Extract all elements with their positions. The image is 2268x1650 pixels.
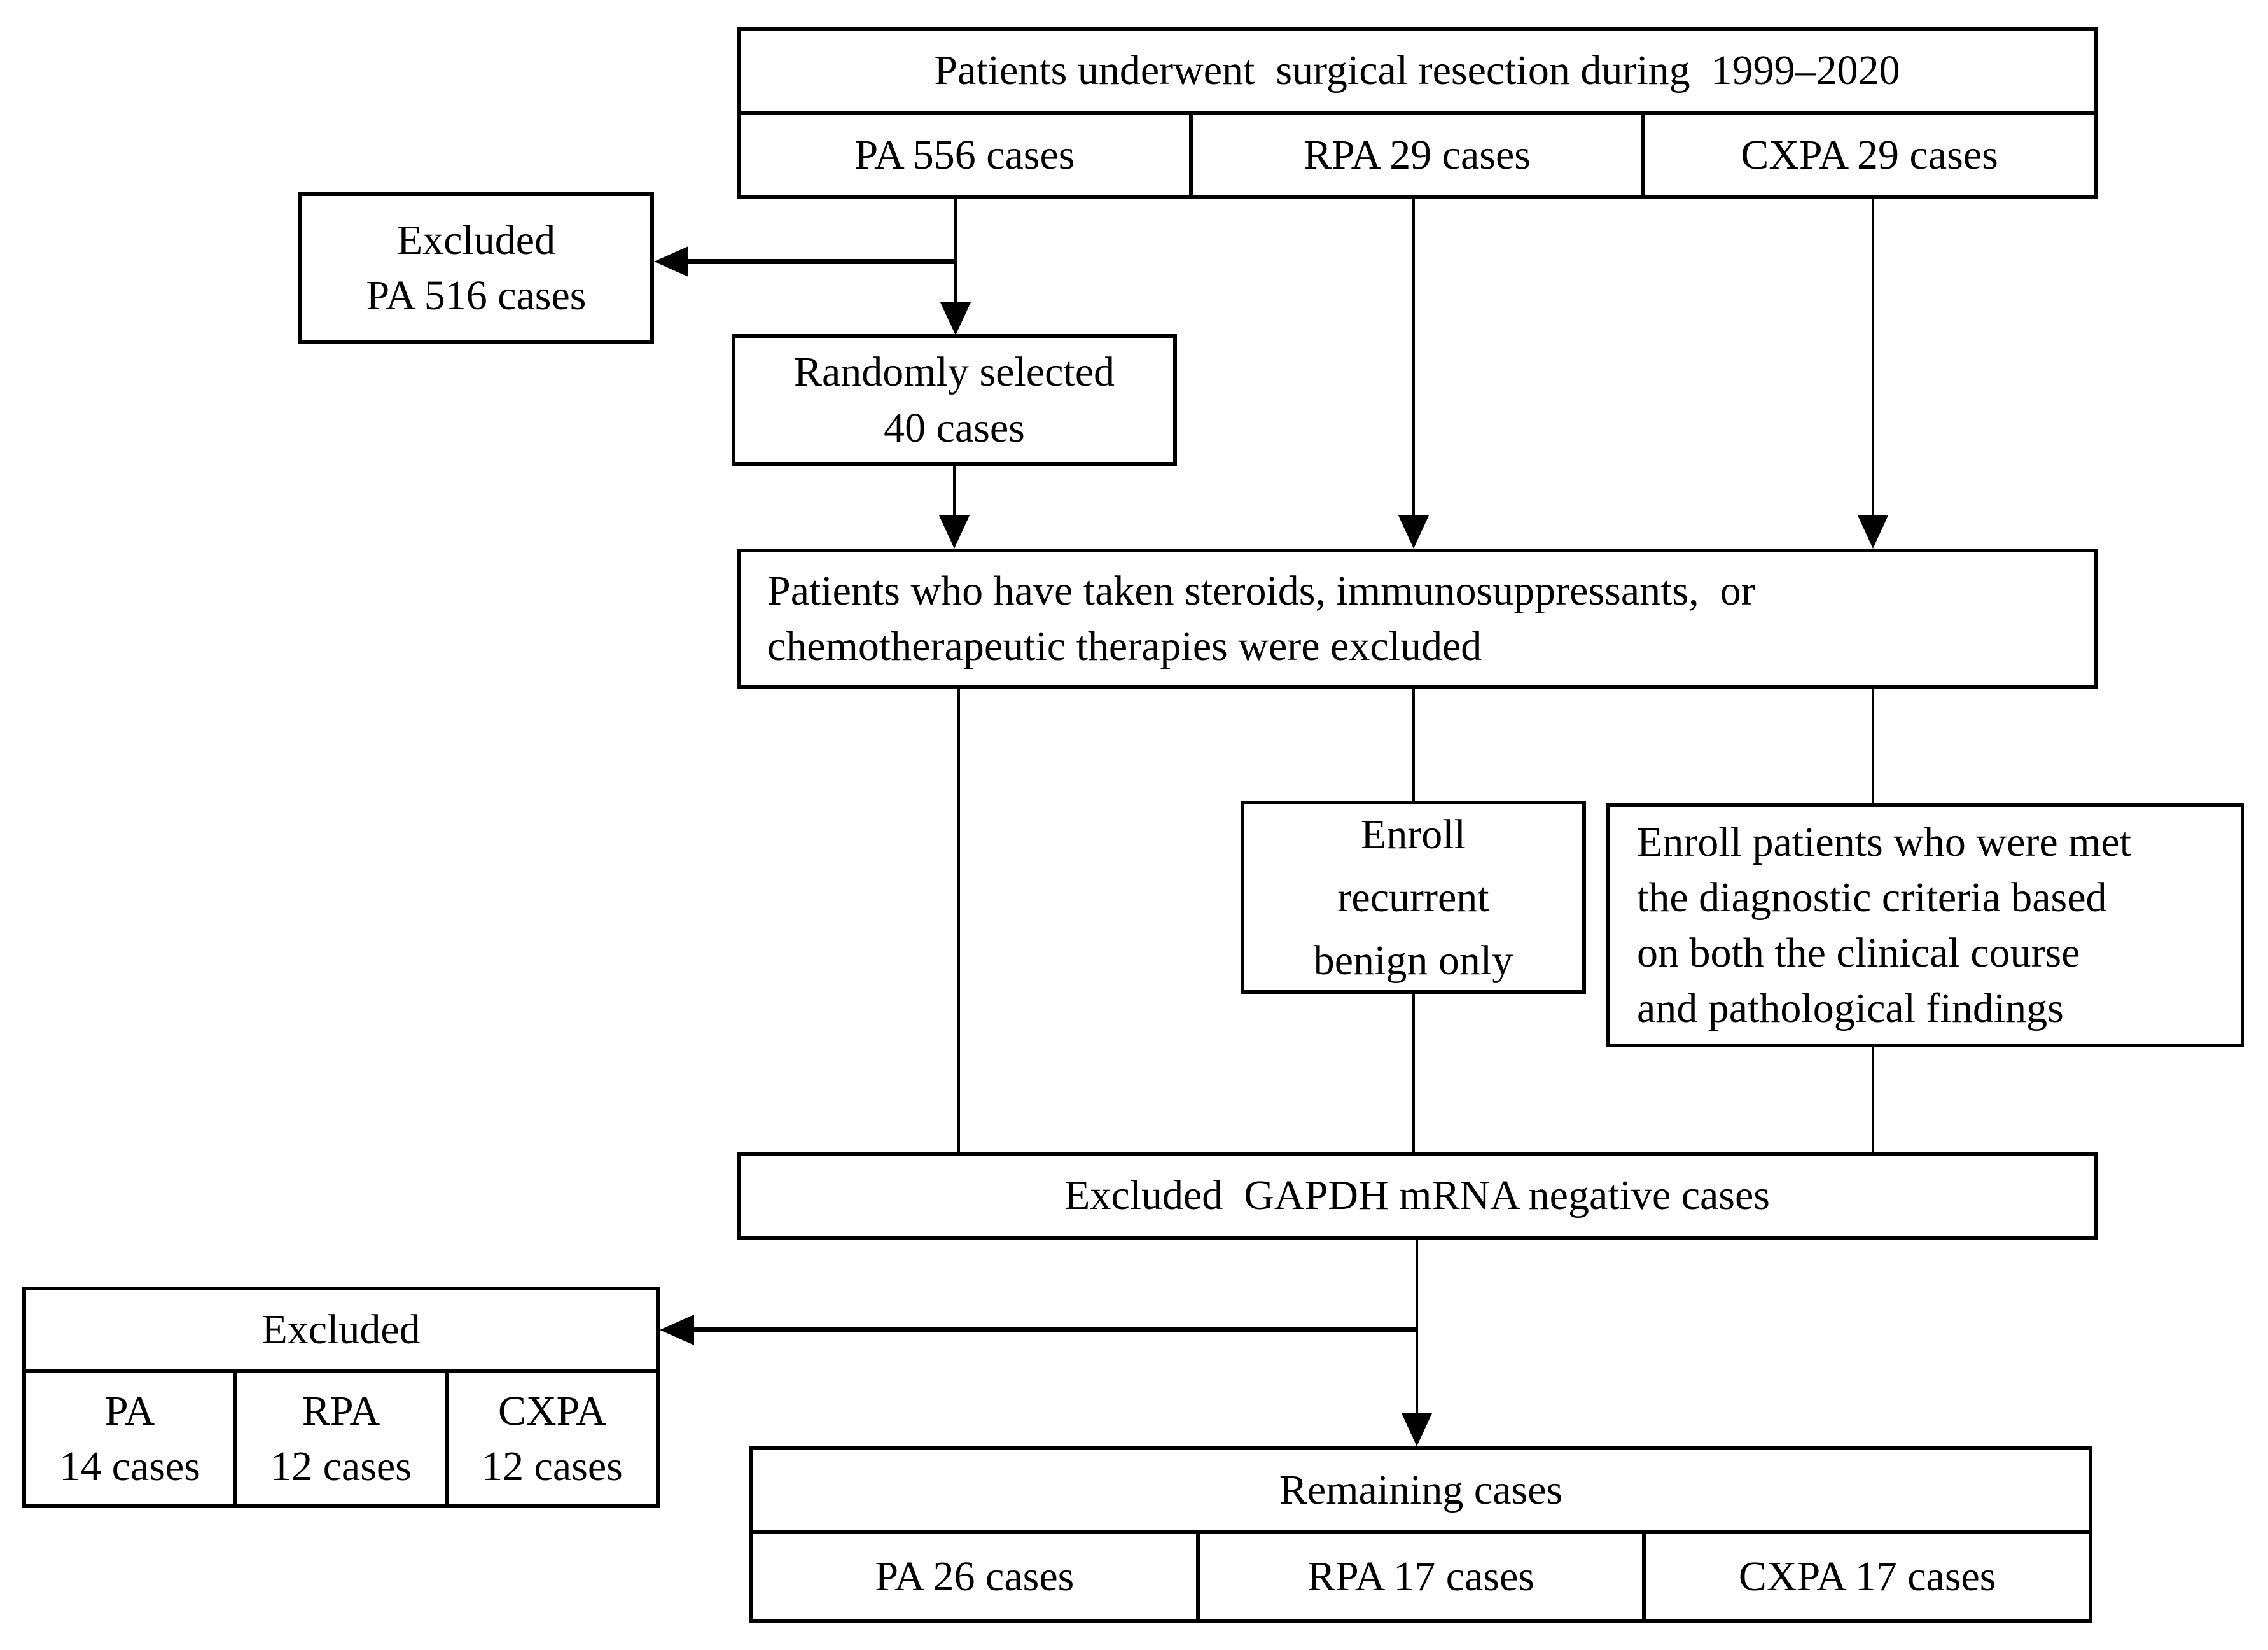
excluded-pa-14-cell: PA 14 cases — [59, 1387, 200, 1490]
cxpa-29-cell: CXPA 29 cases — [1641, 115, 2094, 195]
arrow-down-icon — [940, 302, 971, 335]
arrow-down-icon — [939, 515, 970, 549]
randomly-selected-box: Randomly selected 40 cases — [732, 334, 1177, 466]
arrow-down-icon — [1858, 515, 1888, 549]
surgical-resection-table: Patients underwent surgical resection du… — [737, 27, 2098, 199]
arrow-left-icon — [660, 1315, 694, 1345]
arrow-down-icon — [1398, 515, 1429, 549]
enroll-criteria-box: Enroll patients who were met the diagnos… — [1606, 803, 2244, 1047]
excluded-cxpa-12-cell: CXPA 12 cases — [445, 1373, 656, 1504]
remaining-cases-table: Remaining cases PA 26 cases RPA 17 cases… — [749, 1446, 2092, 1623]
excluded-pa-516-box: Excluded PA 516 cases — [298, 192, 654, 344]
arrow-left-icon — [654, 246, 688, 277]
remaining-pa-26-cell: PA 26 cases — [875, 1553, 1075, 1600]
steroids-exclusion-box: Patients who have taken steroids, immuno… — [737, 549, 2098, 689]
remaining-cases-cells: PA 26 cases RPA 17 cases CXPA 17 cases — [753, 1530, 2089, 1619]
excluded-cases-title: Excluded — [261, 1306, 421, 1353]
surgical-resection-cells: PA 556 cases RPA 29 cases CXPA 29 cases — [741, 111, 2094, 195]
gapdh-exclusion-box: Excluded GAPDH mRNA negative cases — [737, 1152, 2098, 1240]
rpa-29-cell: RPA 29 cases — [1189, 115, 1641, 195]
pa-556-cell: PA 556 cases — [854, 131, 1075, 178]
surgical-resection-title: Patients underwent surgical resection du… — [934, 47, 1900, 94]
excluded-rpa-12-cell: RPA 12 cases — [233, 1373, 445, 1504]
enroll-recurrent-box: Enroll recurrent benign only — [1241, 801, 1586, 994]
excluded-cases-cells: PA 14 cases RPA 12 cases CXPA 12 cases — [26, 1369, 656, 1504]
remaining-rpa-17-cell: RPA 17 cases — [1195, 1534, 1643, 1619]
remaining-cxpa-17-cell: CXPA 17 cases — [1642, 1534, 2089, 1619]
excluded-cases-table: Excluded PA 14 cases RPA 12 cases CXPA 1… — [22, 1287, 660, 1508]
arrow-down-icon — [1402, 1413, 1432, 1446]
remaining-cases-title: Remaining cases — [1279, 1467, 1563, 1514]
